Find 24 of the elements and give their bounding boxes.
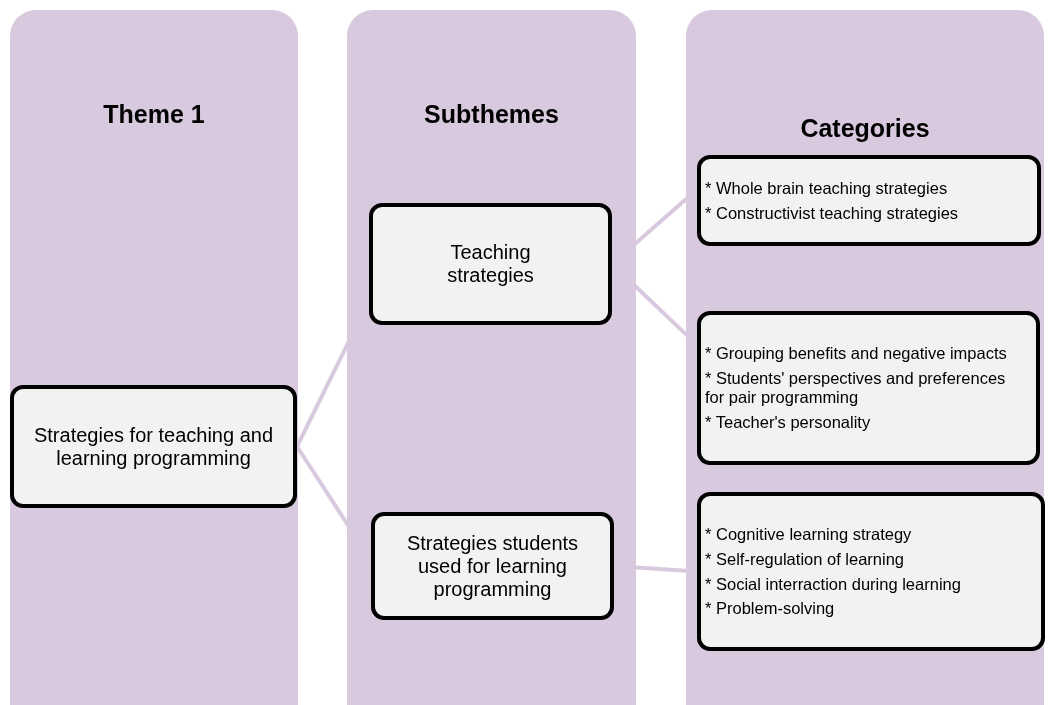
column-heading: Categories xyxy=(799,114,931,143)
theme-box xyxy=(10,385,297,508)
box-text: Strategies for teaching and learning programming xyxy=(32,423,274,470)
category-item: * Teacher's personality xyxy=(705,412,872,432)
category-item: * Self-regulation of learning xyxy=(705,549,906,569)
column-band xyxy=(347,10,636,705)
category-item: * Problem-solving xyxy=(705,599,836,619)
box-text: Strategies students used for learning programming xyxy=(405,531,580,601)
theme-box xyxy=(369,203,612,325)
category-item: * Social interraction during learning xyxy=(705,574,962,594)
category-box xyxy=(697,492,1045,651)
category-item: * Cognitive learning strategy xyxy=(705,524,913,544)
category-item: * Grouping benefits and negative impacts xyxy=(705,344,1008,364)
column-heading: Theme 1 xyxy=(102,100,206,129)
category-item: * Students' perspectives and preferences for pair programming xyxy=(705,369,1007,407)
column-band xyxy=(686,10,1044,705)
category-box xyxy=(697,155,1041,246)
category-item: * Constructivist teaching strategies xyxy=(705,203,960,223)
theme-box xyxy=(371,512,614,620)
column-heading: Subthemes xyxy=(423,100,560,129)
category-item: * Whole brain teaching strategies xyxy=(705,178,949,198)
box-text: Teaching strategies xyxy=(446,241,535,287)
category-box xyxy=(697,311,1040,465)
column-band xyxy=(10,10,298,705)
